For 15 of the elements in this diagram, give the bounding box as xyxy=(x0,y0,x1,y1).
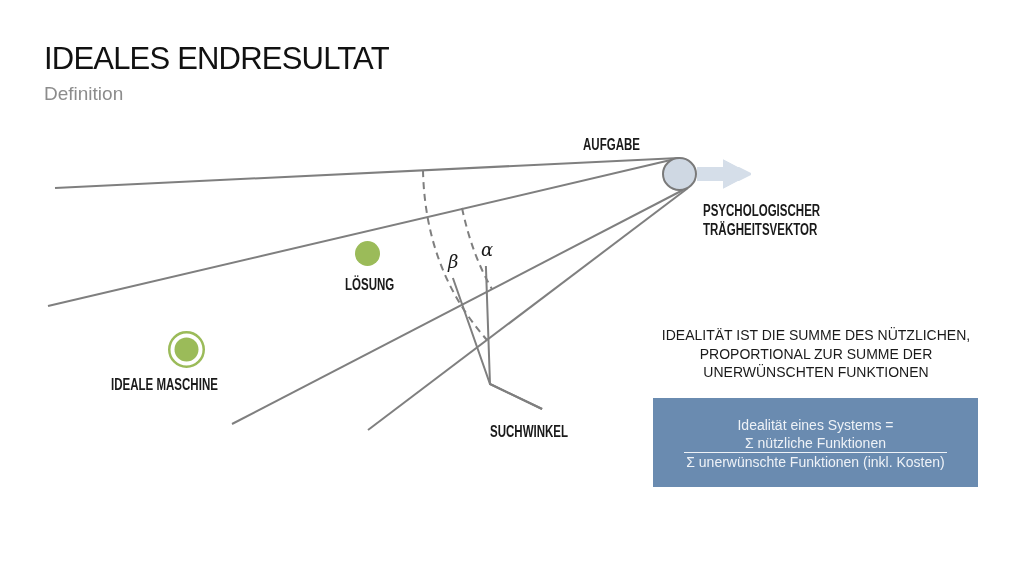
note-text: IDEALITÄT IST DIE SUMME DES NÜTZLICHEN, PROPORTIONAL ZUR SUMME DER UNERWÜNSCHTEN FUNKTIONEN xyxy=(660,326,972,382)
formula-panel xyxy=(653,398,978,487)
formula-text: Idealität eines Systems = xyxy=(737,416,894,434)
subtitle-text: Definition xyxy=(44,82,124,106)
thick-arrow xyxy=(697,159,751,189)
point-label: IDEALE MASCHINE xyxy=(111,376,218,394)
angle-symbol: β xyxy=(448,252,462,278)
callout-label: SUCHWINKEL xyxy=(490,409,569,441)
leader-line xyxy=(484,265,544,410)
slide-title: IDEALES ENDRESULTAT xyxy=(44,40,389,78)
node-label: AUFGABE xyxy=(583,136,640,154)
numerator-text: Σ nützliche Funktionen xyxy=(745,434,886,452)
angle-symbol: α xyxy=(481,240,495,266)
point-label: LÖSUNG xyxy=(345,276,395,294)
denominator-text: Σ unerwünschte Funktionen (inkl. Kosten) xyxy=(684,452,947,471)
